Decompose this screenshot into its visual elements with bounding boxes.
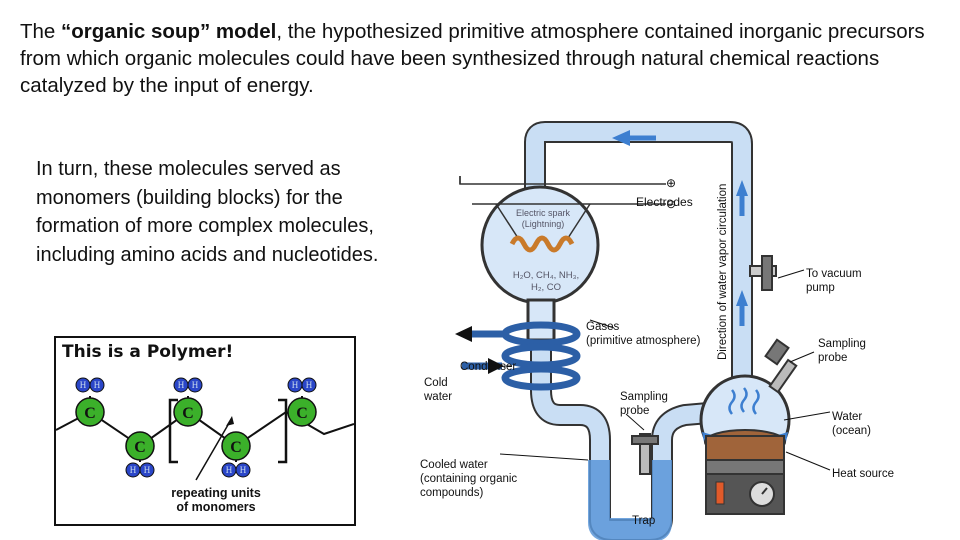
svg-text:Cooled water: Cooled water xyxy=(420,459,488,471)
intro-rest: , the hypothesized primitive atmosphere … xyxy=(20,20,925,97)
svg-text:Sampling: Sampling xyxy=(620,391,668,403)
svg-text:(ocean): (ocean) xyxy=(832,425,871,437)
heater-top xyxy=(705,435,785,461)
svg-text:H: H xyxy=(192,380,199,390)
plus-terminal-icon: ⊕ xyxy=(666,176,676,190)
flow-arrow-top xyxy=(612,130,630,146)
svg-text:H: H xyxy=(94,380,101,390)
svg-text:C: C xyxy=(84,405,96,422)
svg-text:H: H xyxy=(80,380,87,390)
svg-text:H: H xyxy=(306,380,313,390)
svg-text:H: H xyxy=(292,380,299,390)
miller-urey-diagram: Electric spark (Lightning) H₂O, CH₄, NH₃… xyxy=(420,121,894,540)
svg-text:C: C xyxy=(296,405,308,422)
polymer-caption: repeating units of monomers xyxy=(171,486,261,514)
intro-bold: “organic soup” model xyxy=(61,20,277,43)
svg-text:H: H xyxy=(240,465,247,475)
svg-text:compounds): compounds) xyxy=(420,487,483,499)
svg-text:H₂, CO: H₂, CO xyxy=(531,282,561,293)
svg-text:Sampling: Sampling xyxy=(818,338,866,350)
svg-text:water: water xyxy=(423,391,452,403)
svg-text:(primitive atmosphere): (primitive atmosphere) xyxy=(586,335,701,347)
svg-text:Cold: Cold xyxy=(424,377,448,389)
trap-water xyxy=(588,460,672,540)
circulation-tube xyxy=(526,123,751,420)
svg-text:C: C xyxy=(182,405,194,422)
svg-text:H: H xyxy=(226,465,233,475)
carbon-atoms xyxy=(75,397,317,461)
svg-text:Trap: Trap xyxy=(632,515,655,527)
svg-text:C: C xyxy=(134,439,146,456)
svg-text:H: H xyxy=(144,465,151,475)
svg-text:probe: probe xyxy=(620,405,649,417)
svg-text:pump: pump xyxy=(806,282,835,294)
hydrogen-atoms xyxy=(75,377,317,478)
monomers-paragraph: In turn, these molecules served as monom… xyxy=(36,158,379,266)
svg-text:Water: Water xyxy=(832,411,862,423)
svg-text:Condenser: Condenser xyxy=(460,361,516,373)
svg-text:probe: probe xyxy=(818,352,847,364)
intro-pre: The xyxy=(20,20,62,43)
svg-text:To vacuum: To vacuum xyxy=(806,268,862,280)
svg-text:H₂O, CH₄, NH₃,: H₂O, CH₄, NH₃, xyxy=(513,270,579,281)
electrodes-label: Electrodes xyxy=(636,195,693,209)
svg-text:C: C xyxy=(230,439,242,456)
svg-text:(Lightning): (Lightning) xyxy=(522,219,565,229)
svg-text:Gases: Gases xyxy=(586,321,619,333)
polymer-title: This is a Polymer! xyxy=(62,342,234,362)
svg-text:H: H xyxy=(130,465,137,475)
condenser-tube xyxy=(532,340,609,520)
svg-text:Electric spark: Electric spark xyxy=(516,208,571,218)
svg-text:(containing organic: (containing organic xyxy=(420,473,517,485)
spark-icon xyxy=(509,235,575,253)
svg-text:H: H xyxy=(178,380,185,390)
minus-terminal-icon: ⊖ xyxy=(666,197,676,211)
svg-text:Heat source: Heat source xyxy=(832,468,894,480)
intro-paragraph: The “organic soup” model, the hypothesiz… xyxy=(20,18,945,99)
vapor-direction-label: Direction of water vapor circulation xyxy=(717,184,729,360)
